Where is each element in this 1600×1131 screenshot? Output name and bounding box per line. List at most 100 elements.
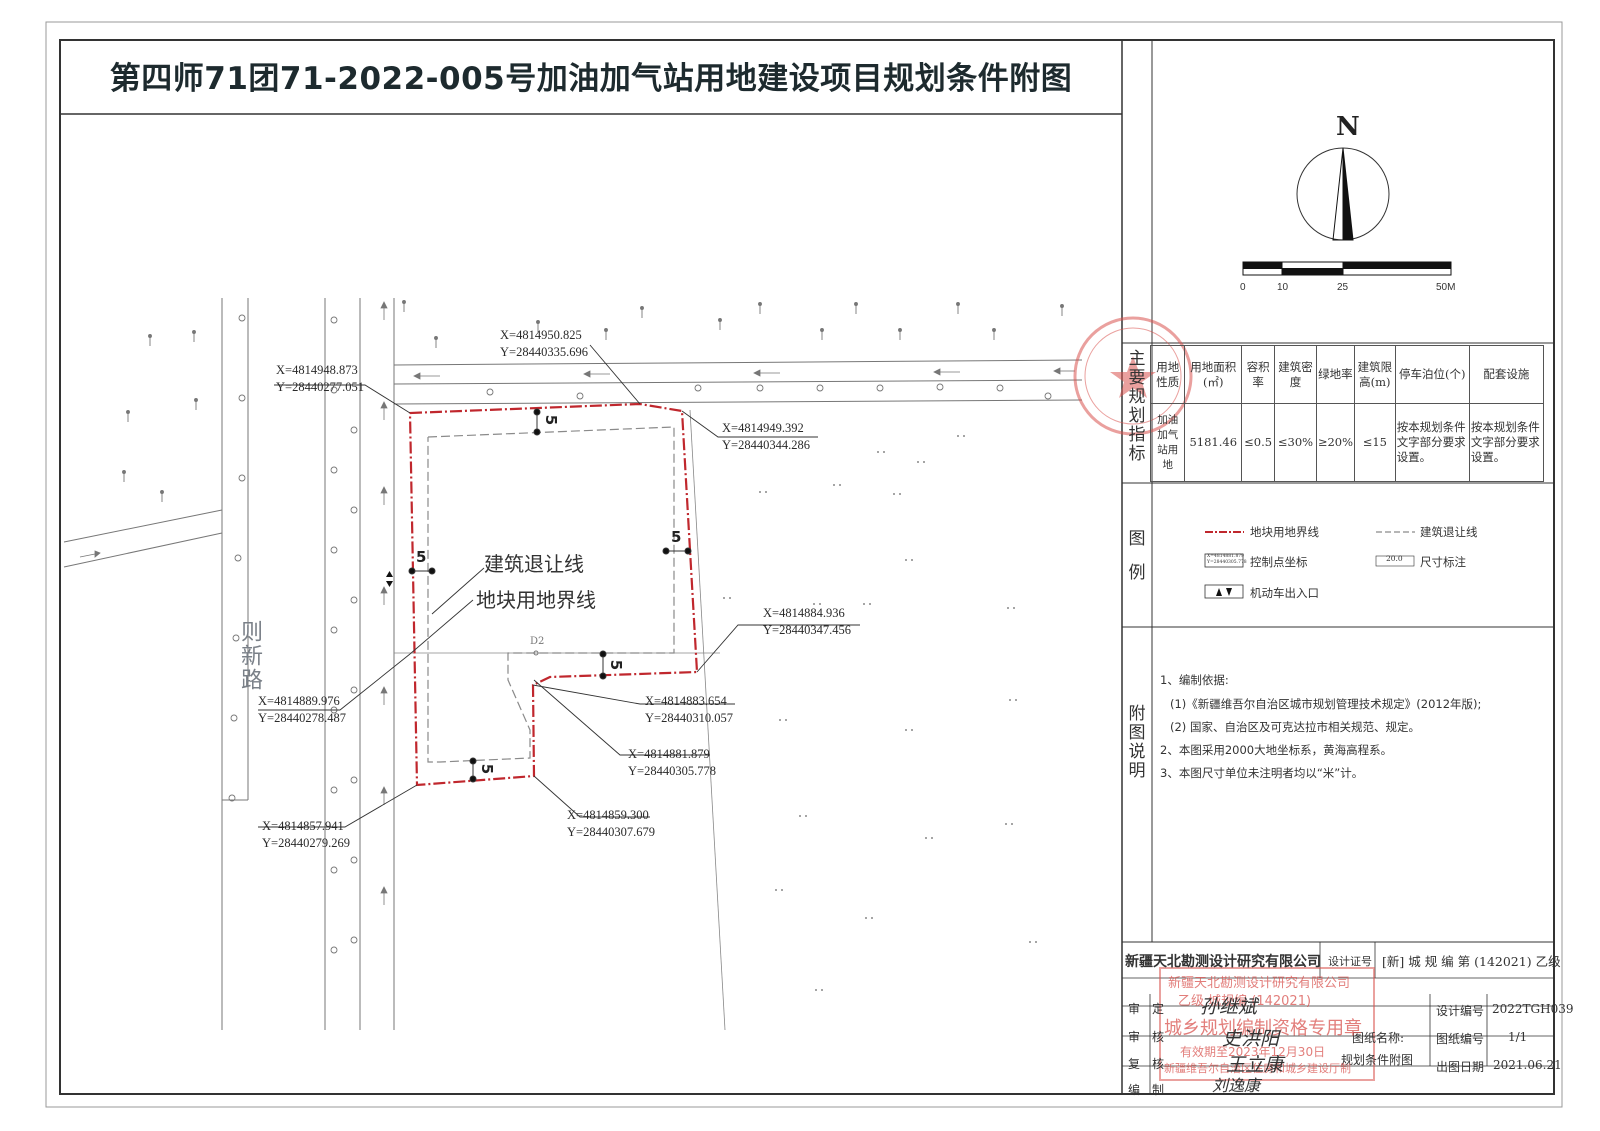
- dimension-label: 5: [542, 414, 561, 426]
- north-arrow-icon: [1296, 147, 1390, 241]
- stamp-text: 有效期至2023年12月30日: [1180, 1045, 1326, 1059]
- boundary-line-label: 地块用地界线: [476, 588, 596, 612]
- legend-item: 机动车出入口: [1250, 586, 1319, 600]
- north-label: N: [1336, 112, 1360, 142]
- road-trees: [228, 314, 1052, 954]
- role-label: 复 核: [1128, 1057, 1165, 1071]
- table-cell: 加油加气站用地: [1149, 403, 1186, 482]
- note-line: 3、本图尺寸单位未注明者均以“米”计。: [1160, 766, 1364, 780]
- stamp-text: 乙级 城规编 (142021): [1178, 994, 1312, 1009]
- leader-lines: [258, 344, 860, 828]
- role-label: 编 制: [1128, 1083, 1165, 1097]
- qualification-stamp: [1159, 967, 1375, 1081]
- cert-label: 设计证号: [1328, 955, 1372, 968]
- company-name: 新疆天北勘测设计研究有限公司: [1125, 954, 1321, 970]
- legend-item: 建筑退让线: [1420, 525, 1478, 539]
- legend-heading: 图例: [1128, 529, 1146, 583]
- road-horizontal: [393, 359, 1083, 405]
- parcel-boundary: [408, 402, 699, 787]
- sheet-no-value: 1/1: [1508, 1030, 1528, 1044]
- field-dots: [723, 435, 1037, 991]
- role-label: 审 定: [1128, 1002, 1165, 1016]
- table-cell: ≤30%: [1274, 403, 1317, 482]
- notes-heading: 附图说明: [1128, 704, 1146, 781]
- cert-value: [新] 城 规 编 第 (142021) 乙级: [1382, 954, 1561, 969]
- point-label: D2: [530, 636, 545, 647]
- table-header: 配套设施: [1468, 345, 1545, 404]
- signature: 王立康: [1226, 1054, 1284, 1076]
- dimension-markers: [408, 408, 692, 783]
- table-header: 建筑密度: [1274, 345, 1317, 404]
- road-arrows: [79, 301, 1075, 905]
- stamp-text: 城乡规划编制资格专用章: [1164, 1018, 1362, 1039]
- legend-item: 地块用地界线: [1250, 525, 1319, 539]
- legend-dim-sample: 20.0: [1386, 554, 1403, 563]
- table-cell: 按本规划条件文字部分要求设置。: [1394, 403, 1470, 482]
- road-vertical: [221, 298, 395, 1030]
- setback-line: [427, 426, 675, 763]
- note-line: (2) 国家、自治区及可克达拉市相关规范、规定。: [1170, 720, 1420, 734]
- table-header: 建筑限高(m): [1354, 345, 1396, 404]
- design-no-value: 2022TGH039: [1492, 1002, 1574, 1016]
- table-header: 用地性质: [1149, 345, 1186, 404]
- scale-label: 50M: [1436, 282, 1456, 293]
- note-line: (1)《新疆维吾尔自治区城市规划管理技术规定》(2012年版);: [1170, 697, 1482, 711]
- inner-frame: [59, 39, 1555, 1095]
- note-line: 2、本图采用2000大地坐标系，黄海高程系。: [1160, 743, 1393, 757]
- road-diagonal: [63, 509, 223, 568]
- dimension-label: 5: [671, 528, 682, 546]
- legend-samples: [1204, 531, 1415, 599]
- indicators-heading: 主要规划指标: [1128, 349, 1146, 464]
- legend-item: 尺寸标注: [1420, 555, 1466, 569]
- scale-label: 25: [1337, 282, 1349, 293]
- dimension-label: 5: [607, 659, 626, 671]
- signature: 史洪阳: [1222, 1028, 1280, 1050]
- signature: 刘逸康: [1212, 1076, 1261, 1095]
- setback-line-label: 建筑退让线: [484, 552, 584, 576]
- signature: 孙继斌: [1200, 996, 1258, 1018]
- outer-border: [45, 21, 1563, 1108]
- date-value: 2021.06.21: [1493, 1058, 1562, 1072]
- table-header: 停车泊位(个): [1394, 345, 1470, 404]
- table-header: 容积率: [1241, 345, 1276, 404]
- indicators-table: 用地性质 用地面积(㎡) 容积率 建筑密度 绿地率 建筑限高(m) 停车泊位(个…: [1149, 345, 1545, 482]
- table-cell: ≤0.5: [1241, 403, 1276, 482]
- role-label: 审 核: [1128, 1030, 1165, 1044]
- stamp-text: 新疆天北勘测设计研究有限公司: [1168, 976, 1351, 991]
- scale-label: 10: [1277, 282, 1289, 293]
- page-title: 第四师71团71-2022-005号加油加气站用地建设项目规划条件附图: [109, 61, 1073, 97]
- table-cell: 按本规划条件文字部分要求设置。: [1468, 403, 1545, 482]
- table-cell: 5181.46: [1184, 403, 1243, 482]
- note-line: 1、编制依据:: [1160, 673, 1229, 687]
- sheet-no-label: 图纸编号: [1436, 1032, 1485, 1046]
- title-block-grid: [1122, 942, 1554, 1094]
- field-markers: [122, 300, 1064, 502]
- scale-label: 0: [1240, 282, 1246, 293]
- vehicle-entrance-icon: [386, 571, 393, 587]
- design-no-label: 设计编号: [1436, 1004, 1485, 1018]
- date-label: 出图日期: [1436, 1060, 1485, 1074]
- stamp-text: 新疆维吾尔自治区住房和城乡建设厅制: [1164, 1062, 1351, 1075]
- legend-item: 控制点坐标: [1250, 555, 1308, 569]
- table-cell: ≥20%: [1315, 403, 1356, 482]
- point-d2: [533, 650, 539, 656]
- dimension-label: 5: [416, 548, 427, 566]
- road-name: 则新路: [237, 620, 262, 692]
- scale-bar: [1242, 261, 1452, 276]
- drawing-name-label: 图纸名称:: [1352, 1031, 1405, 1045]
- table-header: 用地面积(㎡): [1184, 345, 1243, 404]
- table-header: 绿地率: [1315, 345, 1356, 404]
- drawing-name-value: 规划条件附图: [1341, 1053, 1414, 1067]
- table-cell: ≤15: [1354, 403, 1396, 482]
- dimension-label: 5: [478, 763, 497, 775]
